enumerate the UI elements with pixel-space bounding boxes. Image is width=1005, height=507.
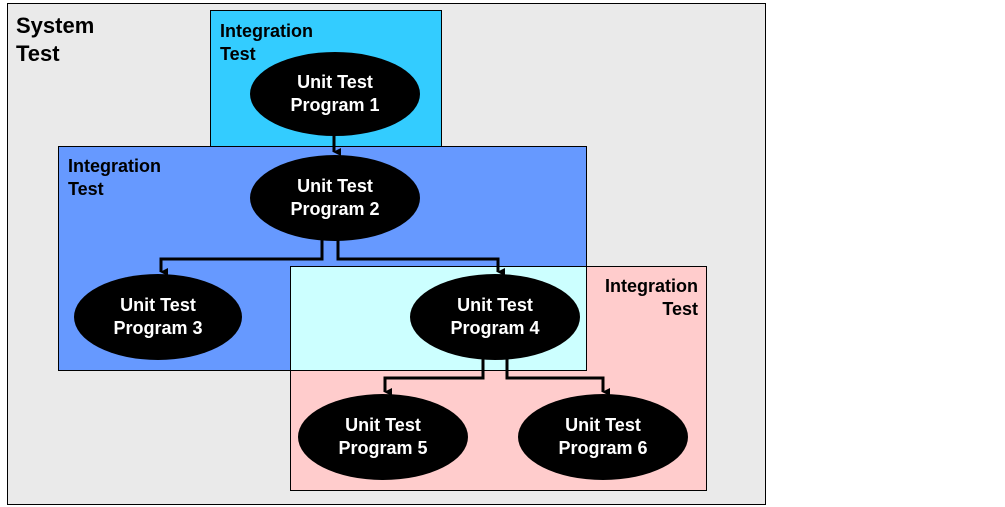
unit-test-program-4-line2: Program 4 [450, 318, 540, 338]
system-test-label-line2: Test [16, 41, 60, 66]
integration-test-label-1-line2: Test [220, 44, 256, 64]
system-test-label: System Test [16, 12, 94, 68]
integration-test-label-3-line2: Test [662, 299, 698, 319]
unit-test-program-3: Unit Test Program 3 [74, 274, 242, 360]
integration-test-label-1: Integration Test [220, 20, 313, 66]
unit-test-program-3-line2: Program 3 [113, 318, 203, 338]
unit-test-program-6-line2: Program 6 [558, 438, 648, 458]
unit-test-program-1-line2: Program 1 [290, 95, 380, 115]
unit-test-program-1: Unit Test Program 1 [250, 52, 420, 136]
unit-test-program-4-line1: Unit Test [457, 295, 533, 315]
unit-test-program-6-line1: Unit Test [565, 415, 641, 435]
arrow-4-to-6 [505, 358, 610, 396]
unit-test-program-3-line1: Unit Test [120, 295, 196, 315]
arrow-2-to-4 [336, 238, 505, 276]
unit-test-program-5-line1: Unit Test [345, 415, 421, 435]
system-test-label-line1: System [16, 13, 95, 38]
unit-test-program-5-line2: Program 5 [338, 438, 428, 458]
integration-test-label-2-line2: Test [68, 179, 104, 199]
unit-test-program-2: Unit Test Program 2 [250, 155, 420, 241]
unit-test-program-2-line1: Unit Test [297, 176, 373, 196]
integration-test-label-2-line1: Integration [68, 156, 161, 176]
integration-test-label-3: Integration Test [560, 275, 698, 321]
unit-test-program-4: Unit Test Program 4 [410, 274, 580, 360]
integration-test-label-3-line1: Integration [605, 276, 698, 296]
unit-test-program-2-line2: Program 2 [290, 199, 380, 219]
integration-test-label-2: Integration Test [68, 155, 161, 201]
arrow-2-to-3 [159, 238, 324, 276]
unit-test-program-6: Unit Test Program 6 [518, 394, 688, 480]
arrow-4-to-5 [383, 358, 485, 396]
unit-test-program-1-line1: Unit Test [297, 72, 373, 92]
unit-test-program-5: Unit Test Program 5 [298, 394, 468, 480]
integration-test-label-1-line1: Integration [220, 21, 313, 41]
